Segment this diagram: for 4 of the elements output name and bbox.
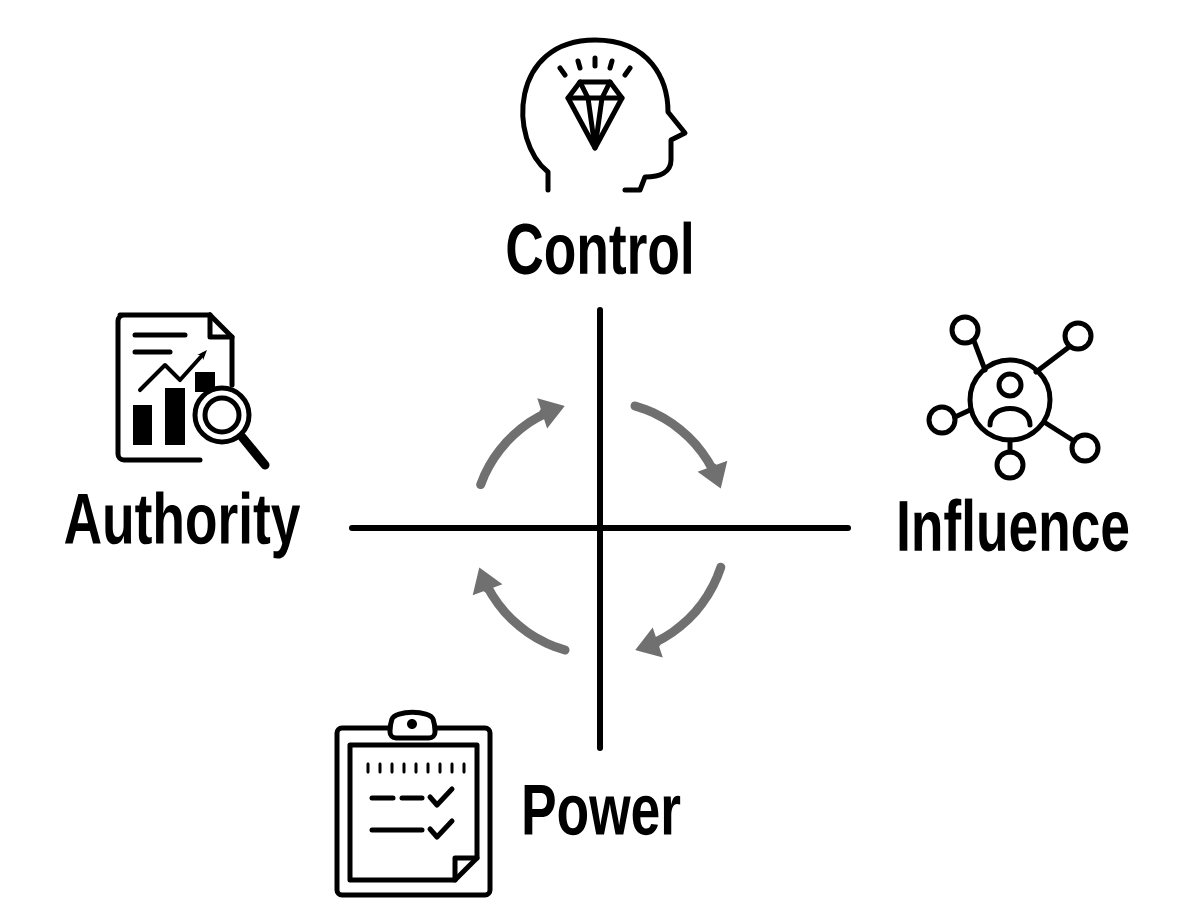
axis-label: Power — [524, 784, 681, 836]
axis-label: Authority — [64, 491, 301, 559]
axis-label: Control — [507, 221, 691, 275]
axis-label: Influence — [899, 498, 1129, 552]
